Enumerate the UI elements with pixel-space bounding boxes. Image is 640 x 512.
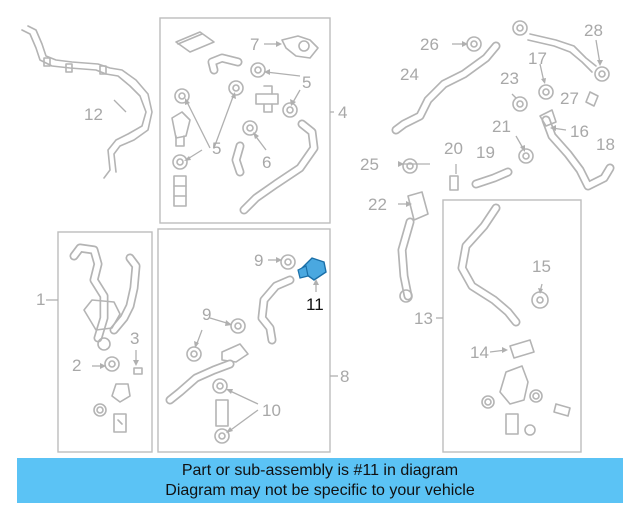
callout-28: 28 [584, 21, 603, 40]
callout-12: 12 [84, 105, 103, 124]
callout-23: 23 [500, 69, 519, 88]
group-box-8 [157, 228, 331, 453]
callout-8: 8 [340, 367, 349, 386]
callout-6: 6 [262, 153, 271, 172]
info-banner: Part or sub-assembly is #11 in diagram D… [17, 458, 623, 503]
callout-10: 10 [262, 401, 281, 420]
callout-20: 20 [444, 139, 463, 158]
callout-22: 22 [368, 195, 387, 214]
callout-9b: 9 [202, 305, 211, 324]
callout-5a: 5 [302, 73, 311, 92]
group-4-parts [171, 31, 319, 215]
right-upper-parts [391, 20, 615, 303]
callout-15: 15 [532, 257, 551, 276]
group-8-parts [165, 254, 296, 444]
callout-labels: 1 2 3 4 5 5 9 6 7 8 9 10 11 12 13 14 15 … [36, 21, 615, 420]
group-13-parts [457, 203, 571, 436]
callout-2: 2 [72, 356, 81, 375]
callout-26: 26 [420, 35, 439, 54]
callout-24: 24 [400, 65, 419, 84]
leader-lines [46, 39, 603, 433]
callout-11: 11 [306, 295, 324, 314]
callout-7: 7 [250, 35, 259, 54]
group-box-1 [57, 231, 153, 453]
callout-17: 17 [528, 49, 547, 68]
callout-27: 27 [560, 89, 579, 108]
callout-1: 1 [36, 290, 45, 309]
part-12-pipe [21, 25, 153, 179]
callout-21: 21 [492, 117, 511, 136]
callout-3: 3 [130, 329, 139, 348]
callout-16: 16 [570, 122, 589, 141]
group-box-13 [442, 199, 582, 453]
banner-line-2: Diagram may not be specific to your vehi… [165, 482, 475, 499]
callout-13: 13 [414, 309, 433, 328]
callout-18: 18 [596, 135, 615, 154]
group-box-4 [159, 17, 331, 224]
group-1-parts [69, 243, 143, 433]
callout-5b: 5 [212, 139, 221, 158]
banner-line-1: Part or sub-assembly is #11 in diagram [181, 462, 459, 479]
callout-4: 4 [338, 103, 347, 122]
callout-25: 25 [360, 155, 379, 174]
callout-14: 14 [470, 343, 489, 362]
part-11-highlighted[interactable] [297, 257, 327, 281]
callout-19: 19 [476, 143, 495, 162]
callout-9a: 9 [254, 251, 263, 270]
